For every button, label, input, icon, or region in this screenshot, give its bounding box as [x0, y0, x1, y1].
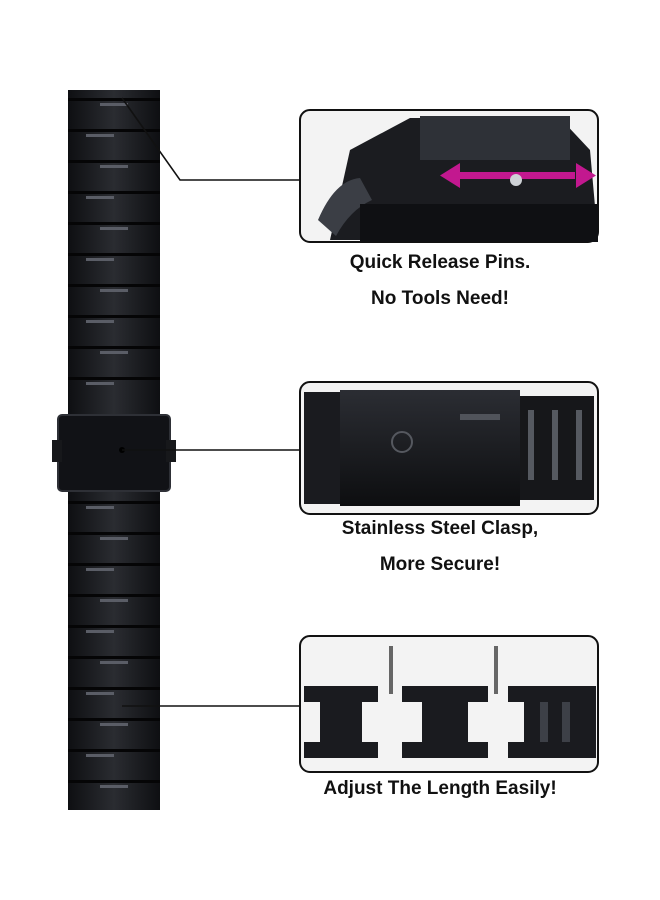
band-link-highlight	[100, 351, 128, 354]
band-link-highlight	[86, 258, 114, 261]
band-link-gap	[68, 253, 160, 256]
band-link-gap	[68, 532, 160, 535]
pins-caption-line-1: Quick Release Pins.	[349, 252, 531, 273]
band-link-gap	[68, 656, 160, 659]
band-link-highlight	[100, 785, 128, 788]
band-link-highlight	[100, 537, 128, 540]
band-link-highlight	[86, 382, 114, 385]
band-link-highlight	[86, 320, 114, 323]
band-link-highlight	[86, 134, 114, 137]
pins-caption-line-2: No Tools Need!	[371, 288, 509, 309]
band-link-gap	[68, 129, 160, 132]
band-link-highlight	[86, 568, 114, 571]
band-link-gap	[68, 160, 160, 163]
band-link-gap	[68, 625, 160, 628]
band-link-gap	[68, 594, 160, 597]
band-link-gap	[68, 718, 160, 721]
clasp-panel	[299, 381, 599, 515]
band-link-highlight	[86, 692, 114, 695]
band-link-gap	[68, 346, 160, 349]
band-link-gap	[68, 315, 160, 318]
band-link-gap	[68, 98, 160, 101]
band-link-gap	[68, 749, 160, 752]
clasp-caption-line-2: More Secure!	[379, 554, 501, 575]
band-link-gap	[68, 284, 160, 287]
band-link-gap	[68, 501, 160, 504]
band-link-highlight	[100, 599, 128, 602]
band-clasp	[57, 414, 171, 492]
band-link-highlight	[100, 165, 128, 168]
band-link-highlight	[86, 630, 114, 633]
band-link-highlight	[100, 103, 128, 106]
clasp-caption-line-1: Stainless Steel Clasp,	[341, 518, 539, 539]
band-links	[68, 98, 160, 788]
band-link-gap	[68, 687, 160, 690]
band-link-gap	[68, 222, 160, 225]
band-link-highlight	[100, 289, 128, 292]
band-link-gap	[68, 377, 160, 380]
band-link-highlight	[86, 196, 114, 199]
band-link-gap	[68, 780, 160, 783]
band-link-highlight	[86, 506, 114, 509]
band-link-gap	[68, 191, 160, 194]
band-link-highlight	[100, 661, 128, 664]
band-link-highlight	[100, 723, 128, 726]
links-panel	[299, 635, 599, 773]
band-link-gap	[68, 563, 160, 566]
band-link-highlight	[100, 227, 128, 230]
band-link-highlight	[86, 754, 114, 757]
links-caption: Adjust The Length Easily!	[323, 778, 557, 799]
quick-release-panel	[299, 109, 599, 243]
leader-lines	[121, 97, 300, 707]
